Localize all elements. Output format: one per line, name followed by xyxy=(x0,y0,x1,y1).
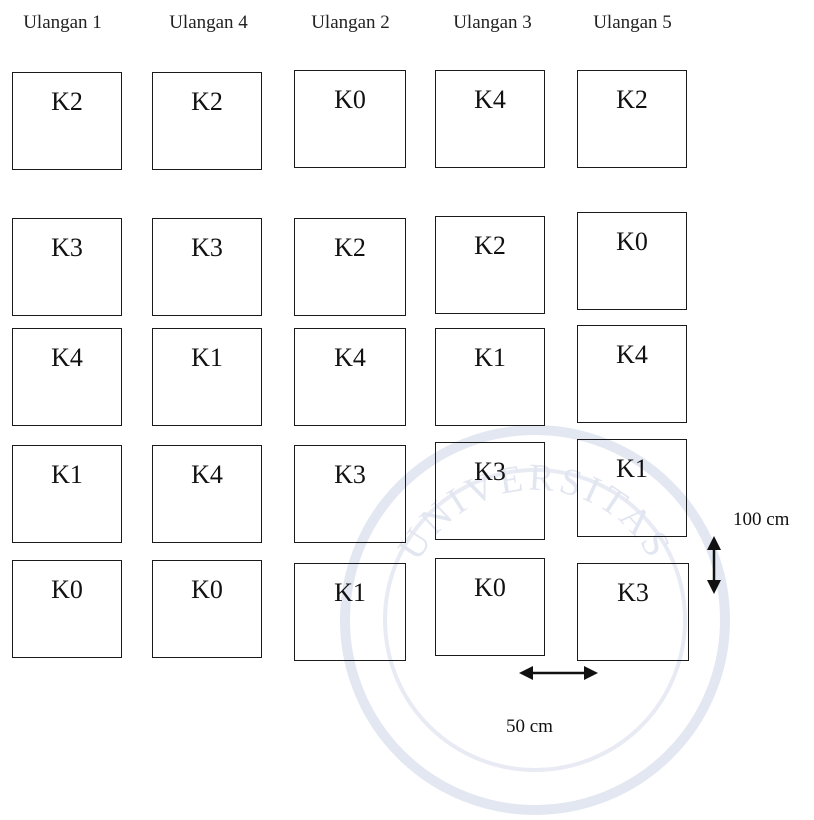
plot-label: K3 xyxy=(617,578,649,607)
plot-r2-c1: K3 xyxy=(12,218,122,316)
plot-r2-c5: K0 xyxy=(577,212,687,310)
plot-r1-c5: K2 xyxy=(577,70,687,168)
plot-label: K0 xyxy=(334,85,366,114)
dimension-arrows xyxy=(519,536,721,680)
plot-r5-c2: K0 xyxy=(152,560,262,658)
plot-label: K2 xyxy=(474,231,506,260)
plot-r3-c3: K4 xyxy=(294,328,406,426)
plot-label: K4 xyxy=(51,343,83,372)
plot-r3-c5: K4 xyxy=(577,325,687,423)
plot-label: K3 xyxy=(474,457,506,486)
plot-label: K4 xyxy=(191,460,223,489)
column-header-ulangan-3: Ulangan 3 xyxy=(453,12,532,33)
plot-r1-c3: K0 xyxy=(294,70,406,168)
width-arrow xyxy=(519,666,598,680)
plot-r3-c1: K4 xyxy=(12,328,122,426)
column-header-ulangan-5: Ulangan 5 xyxy=(593,12,672,33)
plot-r1-c2: K2 xyxy=(152,72,262,170)
plot-label: K4 xyxy=(474,85,506,114)
plot-label: K3 xyxy=(191,233,223,262)
plot-r2-c4: K2 xyxy=(435,216,545,314)
column-header-ulangan-4: Ulangan 4 xyxy=(169,12,248,33)
plot-label: K1 xyxy=(51,460,83,489)
plot-label: K0 xyxy=(51,575,83,604)
plot-label: K2 xyxy=(191,87,223,116)
plot-r4-c2: K4 xyxy=(152,445,262,543)
plot-label: K1 xyxy=(616,454,648,483)
plot-r1-c1: K2 xyxy=(12,72,122,170)
plot-label: K2 xyxy=(616,85,648,114)
width-dimension-label: 50 cm xyxy=(506,716,553,737)
plot-label: K2 xyxy=(334,233,366,262)
plot-label: K3 xyxy=(51,233,83,262)
plot-r4-c1: K1 xyxy=(12,445,122,543)
plot-r4-c3: K3 xyxy=(294,445,406,543)
plot-r5-c5: K3 xyxy=(577,563,689,661)
plot-label: K4 xyxy=(616,340,648,369)
plot-label: K0 xyxy=(474,573,506,602)
plot-r5-c4: K0 xyxy=(435,558,545,656)
plot-label: K0 xyxy=(191,575,223,604)
plot-r2-c2: K3 xyxy=(152,218,262,316)
plot-r4-c4: K3 xyxy=(435,442,545,540)
column-header-ulangan-2: Ulangan 2 xyxy=(311,12,390,33)
plot-label: K1 xyxy=(334,578,366,607)
plot-r4-c5: K1 xyxy=(577,439,687,537)
plot-label: K1 xyxy=(474,343,506,372)
plot-r2-c3: K2 xyxy=(294,218,406,316)
plot-r3-c4: K1 xyxy=(435,328,545,426)
plot-label: K3 xyxy=(334,460,366,489)
plot-label: K4 xyxy=(334,343,366,372)
column-header-ulangan-1: Ulangan 1 xyxy=(23,12,102,33)
plot-r5-c3: K1 xyxy=(294,563,406,661)
plot-r5-c1: K0 xyxy=(12,560,122,658)
plot-label: K2 xyxy=(51,87,83,116)
plot-label: K1 xyxy=(191,343,223,372)
height-dimension-label: 100 cm xyxy=(733,509,790,530)
plot-label: K0 xyxy=(616,227,648,256)
height-arrow xyxy=(707,536,721,594)
plot-r1-c4: K4 xyxy=(435,70,545,168)
plot-r3-c2: K1 xyxy=(152,328,262,426)
